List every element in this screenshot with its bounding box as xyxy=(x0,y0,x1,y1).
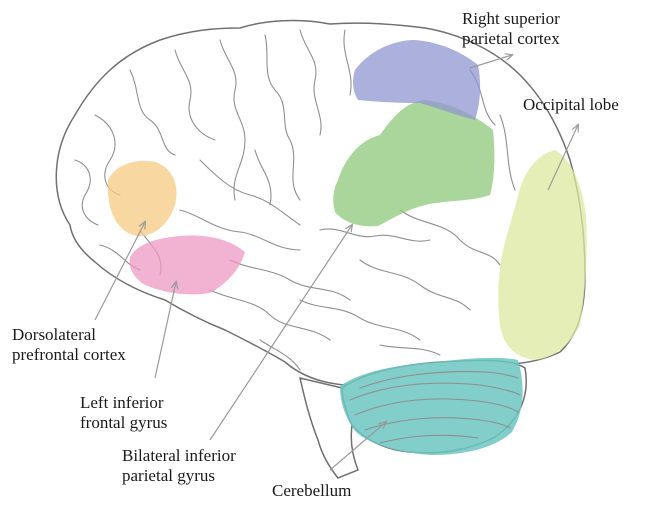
label-dorsolateral-prefrontal-cortex: Dorsolateral prefrontal cortex xyxy=(12,325,126,365)
label-line: Right superior xyxy=(462,9,560,29)
label-line: parietal gyrus xyxy=(122,466,236,486)
label-line: Occipital lobe xyxy=(523,95,619,115)
label-line: parietal cortex xyxy=(462,29,560,49)
label-right-superior-parietal-cortex: Right superior parietal cortex xyxy=(462,9,560,49)
label-bilateral-inferior-parietal-gyrus: Bilateral inferior parietal gyrus xyxy=(122,446,236,486)
label-occipital-lobe: Occipital lobe xyxy=(523,95,619,115)
label-line: Dorsolateral xyxy=(12,325,126,345)
label-line: Bilateral inferior xyxy=(122,446,236,466)
label-line: frontal gyrus xyxy=(80,413,167,433)
label-line: Left inferior xyxy=(80,393,167,413)
label-line: Cerebellum xyxy=(272,481,351,501)
label-cerebellum: Cerebellum xyxy=(272,481,351,501)
label-left-inferior-frontal-gyrus: Left inferior frontal gyrus xyxy=(80,393,167,433)
label-line: prefrontal cortex xyxy=(12,345,126,365)
